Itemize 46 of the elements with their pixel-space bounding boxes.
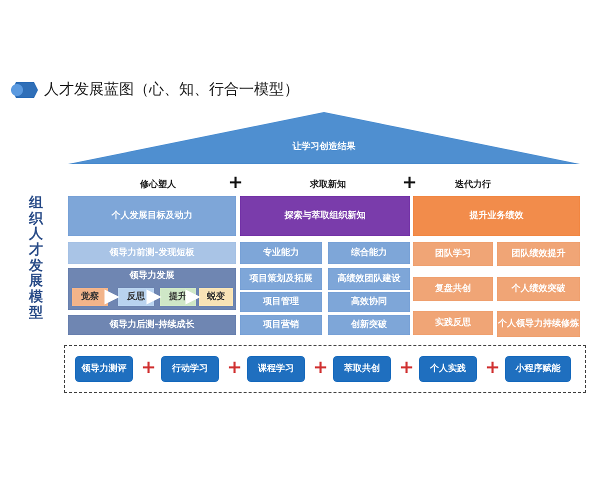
plus-sign: +: [141, 357, 156, 378]
text-box: 个人领导力持续修炼: [497, 311, 580, 337]
text-box: 综合能力: [328, 242, 410, 264]
text-box: 萃取共创: [333, 356, 391, 382]
text-box: 团队绩效提升: [497, 242, 580, 266]
arrow: [186, 290, 200, 304]
text-box: 专业能力: [240, 242, 322, 264]
plus-sign: +: [313, 357, 328, 378]
text-box: 小程序赋能: [505, 356, 571, 382]
column-heading: 迭代力行: [455, 178, 491, 191]
plus-sign: +: [485, 357, 500, 378]
text-box: 领导力测评: [75, 356, 133, 382]
text-box: 高绩效团队建设: [328, 268, 410, 290]
text-box: 觉察: [72, 288, 108, 306]
text-box: 团队学习: [413, 242, 493, 266]
text-box: 实践反思: [413, 311, 493, 335]
text-box: 项目营销: [240, 315, 322, 335]
column-heading: 修心塑人: [140, 178, 176, 191]
text-box: 项目策划及拓展: [240, 268, 322, 290]
plus-sign: +: [399, 357, 414, 378]
text-box: 个人绩效突破: [497, 277, 580, 301]
text-box: 高效协同: [328, 292, 410, 312]
text-box: 创新突破: [328, 315, 410, 335]
plus-sign: +: [228, 172, 244, 193]
arrow: [146, 290, 162, 304]
column-heading: 求取新知: [310, 178, 346, 191]
text-box: 领导力前测-发现短板: [68, 242, 236, 264]
text-box: 个人发展目标及动力: [68, 196, 236, 236]
panel-heading: 领导力发展: [130, 271, 174, 282]
roof-triangle: 让学习创造结果: [68, 112, 580, 164]
text-box: 课程学习: [247, 356, 305, 382]
arrow: [104, 290, 120, 304]
text-box: 个人实践: [419, 356, 477, 382]
plus-sign: +: [402, 172, 418, 193]
text-box: 行动学习: [161, 356, 219, 382]
title: 人才发展蓝图（心、知、行合一模型）: [44, 80, 299, 99]
vertical-heading: 组织人才发展模型: [28, 196, 44, 322]
dashed-frame: [64, 345, 586, 393]
text-box: 项目管理: [240, 292, 322, 312]
plus-sign: +: [227, 357, 242, 378]
text-box: 蜕变: [199, 288, 233, 306]
text-box: 提升业务绩效: [413, 196, 580, 236]
group-panel: [68, 268, 236, 310]
text-box: 领导力后测-持续成长: [68, 315, 236, 335]
text-box: 复盘共创: [413, 277, 493, 301]
text-box: 探索与萃取组织新知: [240, 196, 410, 236]
